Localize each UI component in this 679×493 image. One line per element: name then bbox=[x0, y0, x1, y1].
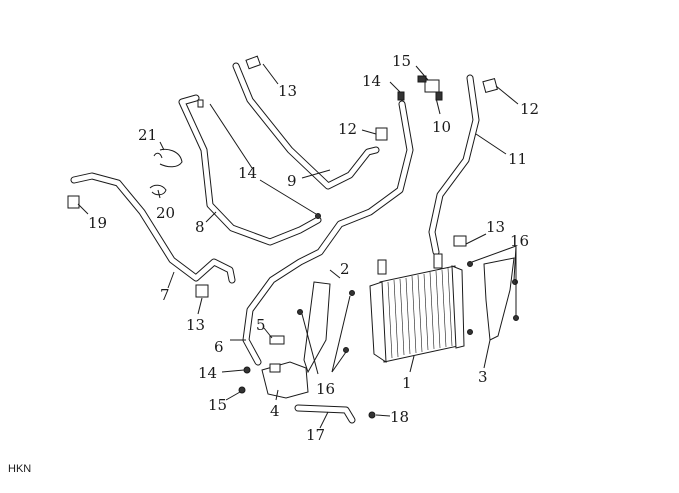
bolt-16-f bbox=[467, 329, 473, 335]
callout-8: 8 bbox=[195, 218, 205, 236]
clip-21-b bbox=[153, 152, 163, 159]
bolt-16-d bbox=[467, 261, 473, 267]
bolt-16-b bbox=[349, 290, 355, 296]
callout-19: 19 bbox=[88, 214, 107, 232]
callout-15-lower: 15 bbox=[208, 396, 227, 414]
hose-9 bbox=[232, 62, 380, 190]
hose-8 bbox=[178, 94, 322, 246]
callout-2: 2 bbox=[340, 260, 350, 278]
callout-15-top: 15 bbox=[392, 52, 411, 70]
bolt-14-lower bbox=[243, 366, 251, 374]
callout-14-top: 14 bbox=[362, 72, 381, 90]
leader-lines bbox=[77, 63, 519, 429]
hose-11 bbox=[428, 74, 480, 256]
bolt-15-lower bbox=[238, 386, 246, 394]
callout-14-lower: 14 bbox=[198, 364, 217, 382]
reservoir-4 bbox=[261, 361, 309, 399]
callout-16-right: 16 bbox=[510, 232, 529, 250]
callout-9: 9 bbox=[287, 172, 297, 190]
radiator-fins bbox=[387, 267, 453, 359]
callout-3: 3 bbox=[478, 368, 488, 386]
clamp-14-small bbox=[197, 99, 204, 108]
callout-13-mid: 13 bbox=[486, 218, 505, 236]
hose-7 bbox=[70, 172, 236, 284]
hose-6 bbox=[242, 100, 414, 366]
cap-5 bbox=[269, 335, 285, 345]
callout-20: 20 bbox=[156, 204, 175, 222]
bolt-14-mid bbox=[315, 213, 321, 219]
clip-21 bbox=[159, 148, 183, 168]
callout-12-right: 12 bbox=[520, 100, 539, 118]
callout-1: 1 bbox=[402, 374, 412, 392]
footer-code: HKN bbox=[8, 463, 32, 475]
callout-6: 6 bbox=[214, 338, 224, 356]
callout-14-mid: 14 bbox=[238, 164, 257, 182]
clamp-12-right bbox=[482, 78, 498, 93]
bracket-2 bbox=[303, 281, 331, 374]
clip-20 bbox=[149, 184, 167, 196]
thermo-switch-10 bbox=[417, 75, 443, 101]
bolt-18 bbox=[368, 411, 376, 419]
callout-7: 7 bbox=[160, 286, 170, 304]
radiator-1 bbox=[369, 253, 465, 363]
clamp-19 bbox=[67, 195, 80, 209]
clamp-13-mid bbox=[453, 235, 467, 247]
callout-18: 18 bbox=[390, 408, 409, 426]
clamp-14-top bbox=[397, 91, 405, 101]
bolt-16-a bbox=[297, 309, 303, 315]
clamp-13-top bbox=[245, 55, 261, 70]
callout-17: 17 bbox=[306, 426, 325, 444]
bolt-16-g bbox=[513, 315, 519, 321]
callout-16-a: 16 bbox=[316, 380, 335, 398]
bolt-16-c bbox=[343, 347, 349, 353]
callout-21: 21 bbox=[138, 126, 157, 144]
callout-11: 11 bbox=[508, 150, 527, 168]
callout-10: 10 bbox=[432, 118, 451, 136]
callout-4: 4 bbox=[270, 402, 280, 420]
bracket-3 bbox=[483, 257, 515, 341]
clamp-12-mid bbox=[375, 127, 388, 141]
bolt-16-e bbox=[512, 279, 518, 285]
callout-5: 5 bbox=[256, 316, 266, 334]
callout-13-top: 13 bbox=[278, 82, 297, 100]
hose-17 bbox=[294, 404, 356, 424]
callout-13-left: 13 bbox=[186, 316, 205, 334]
clamp-13-left bbox=[195, 284, 209, 298]
callout-12-mid: 12 bbox=[338, 120, 357, 138]
